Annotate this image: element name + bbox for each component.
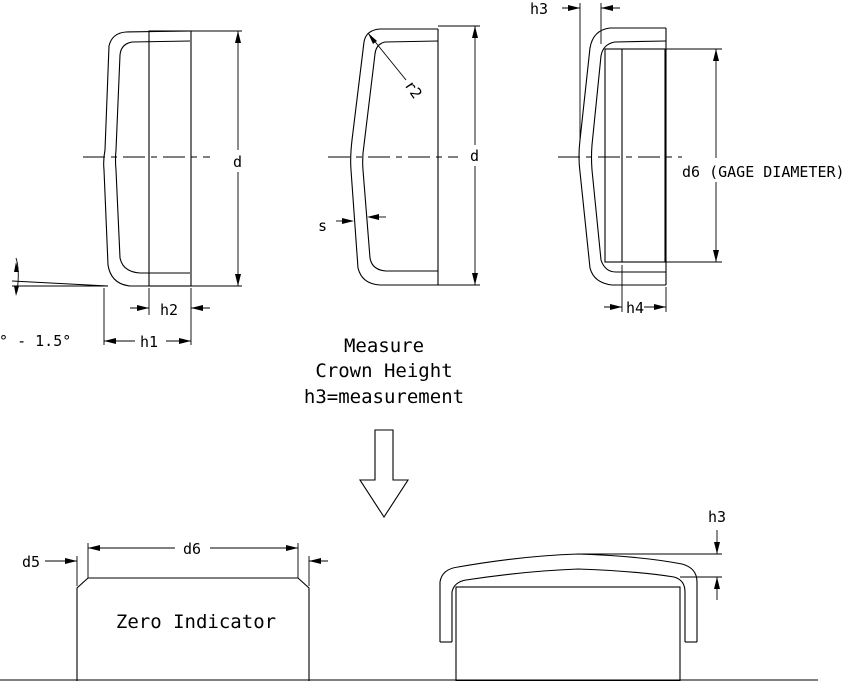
cap-3-gage xyxy=(604,48,666,263)
dim-d5-label: d5 xyxy=(22,553,40,571)
zero-indicator-body xyxy=(76,577,310,681)
cap-bottom-outer xyxy=(439,553,698,642)
cap-on-gage: h3 xyxy=(439,508,726,681)
measure-line-1: Measure xyxy=(344,335,424,357)
thickness-s-label: s xyxy=(318,217,327,235)
cap-bottom-inner xyxy=(451,568,686,642)
cap-1-plug xyxy=(148,30,192,287)
gage-block xyxy=(455,586,681,681)
cap-view-3: h3 d6 (GAGE DIAMETER) h4 xyxy=(530,0,844,317)
cap-1-inner xyxy=(114,40,191,274)
zero-indicator-label: Zero Indicator xyxy=(116,611,276,633)
dim-d-label-2: d xyxy=(470,147,479,165)
cap-1-outer xyxy=(103,30,191,287)
cap-2-outer xyxy=(350,28,438,286)
dim-d6-label-bottom: d6 xyxy=(183,540,201,558)
dim-h3-label-bottom: h3 xyxy=(708,508,726,526)
zero-indicator-gage: Zero Indicator d6 d5 xyxy=(22,540,328,681)
measure-line-3: h3=measurement xyxy=(304,386,464,408)
dim-h1-label: h1 xyxy=(140,333,158,351)
cap-2-inner xyxy=(362,40,439,272)
dim-d-label-1: d xyxy=(233,153,242,171)
radius-r2-label: r2 xyxy=(401,77,426,102)
cap-view-1: d h2 h1 5° - 1.5° xyxy=(0,30,242,351)
measure-line-2: Crown Height xyxy=(315,360,452,382)
dim-h2-label: h2 xyxy=(160,301,178,319)
dim-h4-label: h4 xyxy=(626,299,644,317)
measure-instructions: Measure Crown Height h3=measurement xyxy=(304,335,464,408)
down-arrow-icon xyxy=(358,429,410,519)
dim-h3-label-top: h3 xyxy=(530,0,548,18)
angle-label: 5° - 1.5° xyxy=(0,332,71,350)
cap-view-2: d r2 s xyxy=(318,25,480,286)
dim-d6-gage-label: d6 (GAGE DIAMETER) xyxy=(682,163,844,181)
